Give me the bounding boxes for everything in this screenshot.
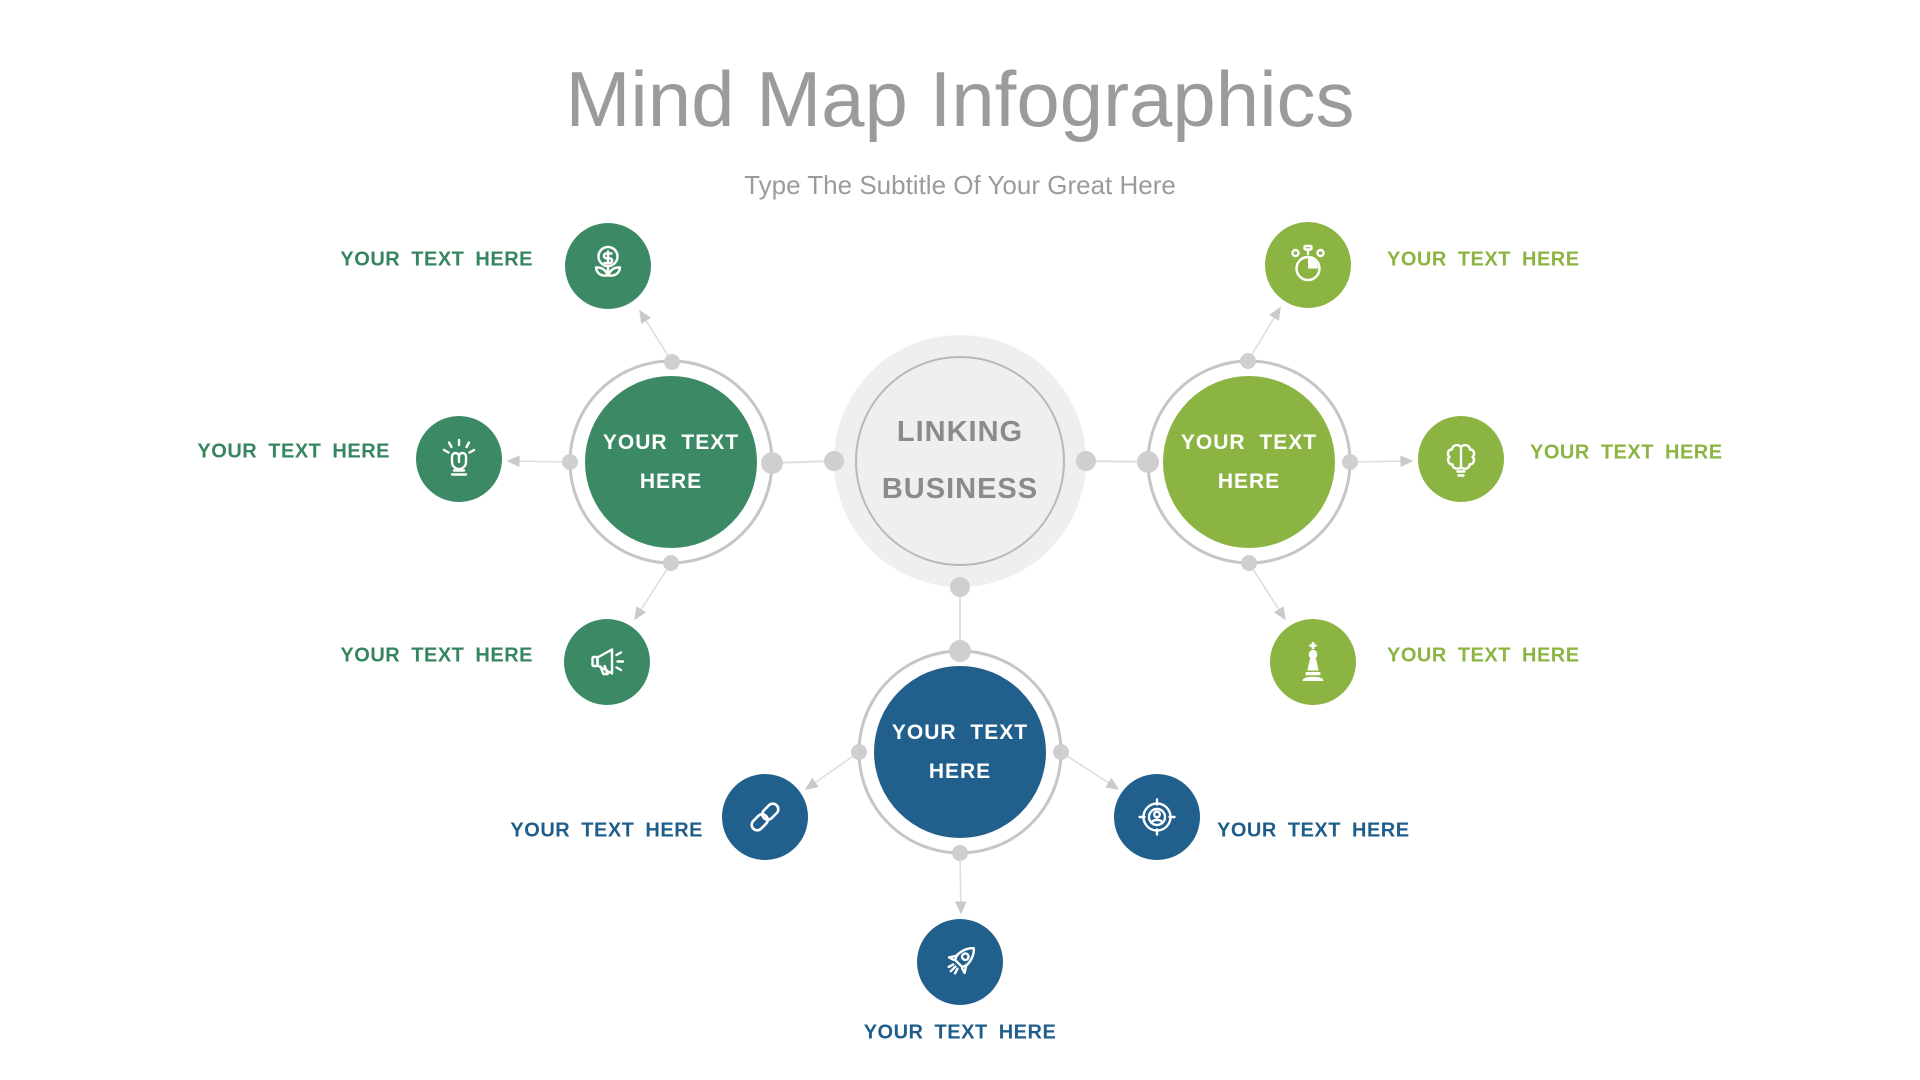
blue-node: YOUR TEXT HERE [874,666,1046,838]
label-target: YOUR TEXT HERE [1217,819,1410,842]
satellite-launch [917,919,1003,1005]
center-node-label: LINKING BUSINESS [881,416,1039,505]
green-node-label: YOUR TEXT HERE [602,431,740,493]
chess-piece-icon [1302,642,1324,681]
slide-subtitle: Type The Subtitle Of Your Great Here [744,170,1176,200]
slide-title: Mind Map Infographics [565,55,1355,143]
satellite-strategy [1270,619,1356,705]
satellite-brain [1418,416,1504,502]
satellite-link [722,774,808,860]
stopwatch-icon [1291,244,1325,282]
center-node-inner-ring [855,356,1065,566]
fist-rays-icon [442,438,476,476]
center-node: LINKING BUSINESS [834,335,1086,587]
label-link: YOUR TEXT HERE [510,819,703,842]
satellite-idea [416,416,502,502]
blue-node-label: YOUR TEXT HERE [891,721,1029,783]
satellite-target [1114,774,1200,860]
label-brain: YOUR TEXT HERE [1530,441,1723,464]
label-time: YOUR TEXT HERE [1387,248,1580,271]
label-launch: YOUR TEXT HERE [863,1021,1057,1044]
rocket-icon [947,947,975,975]
olive-node: YOUR TEXT HERE [1163,376,1335,548]
money-plant-icon [594,245,622,277]
satellite-announce [564,619,650,705]
olive-node-label: YOUR TEXT HERE [1180,431,1318,493]
label-idea: YOUR TEXT HERE [197,440,390,463]
satellite-time [1265,222,1351,308]
label-strategy: YOUR TEXT HERE [1387,644,1580,667]
green-node: YOUR TEXT HERE [585,376,757,548]
label-money: YOUR TEXT HERE [340,248,533,271]
megaphone-icon [591,648,625,676]
brain-icon [1446,443,1476,477]
satellite-money [565,223,651,309]
target-audience-icon [1138,798,1176,836]
label-announce: YOUR TEXT HERE [340,644,533,667]
chain-link-icon [750,802,780,832]
